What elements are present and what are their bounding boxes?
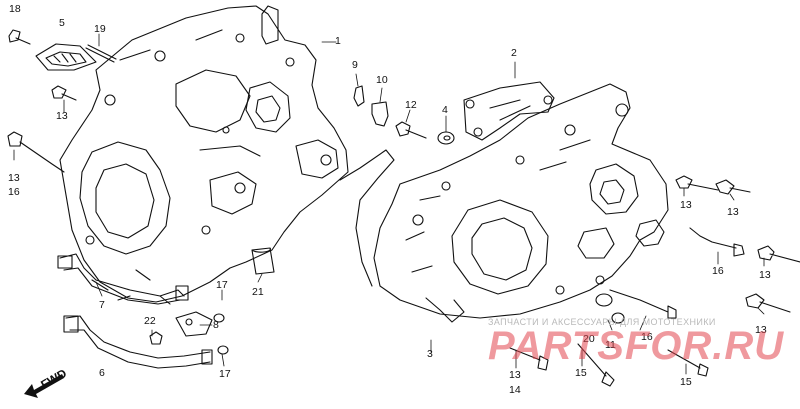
watermark-logo: PARTSFOR.RU bbox=[488, 324, 785, 368]
callout-5: 5 bbox=[59, 17, 65, 29]
leader-lines bbox=[13, 33, 765, 375]
oil-hose-6 bbox=[63, 315, 213, 369]
callout-22: 22 bbox=[144, 315, 156, 327]
callout-3: 3 bbox=[427, 348, 433, 360]
callout-15: 15 bbox=[680, 376, 692, 388]
left-crankcase-half bbox=[59, 5, 349, 305]
oil-hose-7 bbox=[57, 253, 189, 305]
washer-17-upper bbox=[213, 313, 225, 323]
callout-10: 10 bbox=[376, 74, 388, 86]
callout-13: 13 bbox=[8, 172, 20, 184]
callout-8: 8 bbox=[213, 319, 219, 331]
callout-17: 17 bbox=[219, 368, 231, 380]
bracket bbox=[463, 81, 555, 141]
callout-14: 14 bbox=[509, 384, 521, 396]
callout-1: 1 bbox=[335, 35, 341, 47]
callout-7: 7 bbox=[99, 299, 105, 311]
callout-6: 6 bbox=[99, 367, 105, 379]
callout-16: 16 bbox=[712, 265, 724, 277]
callout-2: 2 bbox=[511, 47, 517, 59]
callout-21: 21 bbox=[252, 286, 264, 298]
bolts-right bbox=[7, 131, 800, 387]
reed-plate-5 bbox=[35, 43, 97, 71]
callout-20: 20 bbox=[583, 333, 595, 345]
washer-4 bbox=[437, 131, 455, 145]
crankcase-gasket bbox=[339, 149, 395, 287]
callout-16: 16 bbox=[641, 331, 653, 343]
callout-13: 13 bbox=[56, 110, 68, 122]
right-crankcase-half bbox=[373, 83, 669, 323]
callout-16: 16 bbox=[8, 186, 20, 198]
callout-19: 19 bbox=[94, 23, 106, 35]
bolt-13-left-top bbox=[51, 85, 77, 101]
callout-15: 15 bbox=[575, 367, 587, 379]
callout-13: 13 bbox=[759, 269, 771, 281]
clip-10 bbox=[371, 101, 389, 127]
pin-9 bbox=[353, 85, 365, 107]
callout-17: 17 bbox=[216, 279, 228, 291]
callout-11: 11 bbox=[605, 339, 616, 351]
callout-4: 4 bbox=[442, 104, 448, 116]
callout-13: 13 bbox=[680, 199, 692, 211]
callout-18: 18 bbox=[9, 3, 21, 15]
watermark-tagline: ЗАПЧАСТИ И АКСЕССУАРЫ ДЛЯ МОТОТЕХНИКИ bbox=[488, 317, 716, 327]
callout-12: 12 bbox=[405, 99, 417, 111]
washer-17-lower bbox=[217, 345, 229, 355]
callout-13: 13 bbox=[755, 324, 767, 336]
dowel-21 bbox=[251, 247, 275, 275]
stud-19 bbox=[85, 44, 117, 63]
callout-13: 13 bbox=[727, 206, 739, 218]
callout-9: 9 bbox=[352, 59, 358, 71]
bolt-12 bbox=[395, 121, 427, 139]
bolt-18 bbox=[8, 29, 31, 45]
bolt-22 bbox=[149, 331, 163, 345]
plate-8 bbox=[175, 311, 213, 337]
callout-13: 13 bbox=[509, 369, 521, 381]
fwd-arrow bbox=[24, 374, 64, 398]
